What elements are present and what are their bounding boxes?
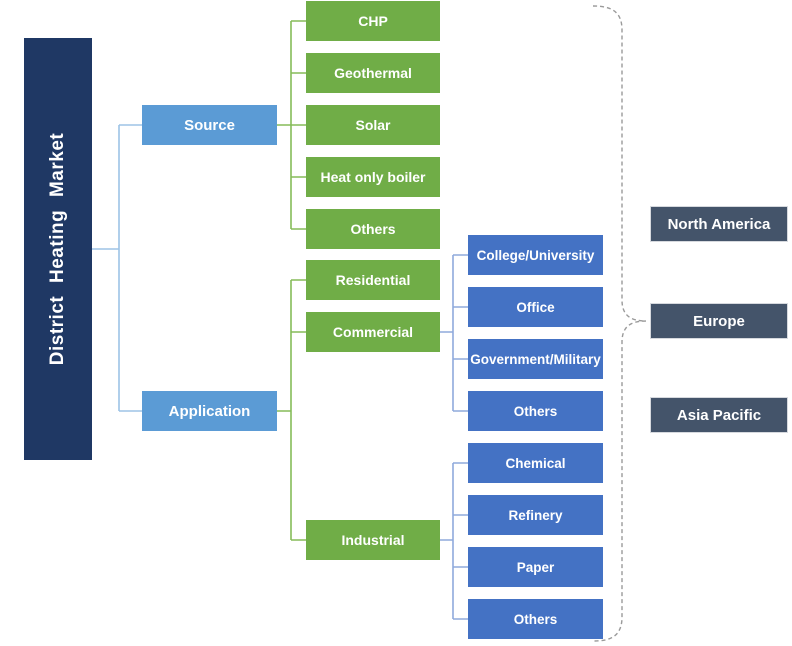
regions-brace	[592, 5, 647, 642]
node-paper: Paper	[468, 547, 603, 587]
node-geothermal: Geothermal	[306, 53, 440, 93]
node-office: Office	[468, 287, 603, 327]
source-connector-lines	[277, 20, 306, 230]
application-connector-lines	[277, 279, 306, 541]
node-industrial-others: Others	[468, 599, 603, 639]
node-college-university: College/University	[468, 235, 603, 275]
node-source: Source	[142, 105, 277, 145]
root-connector-lines	[92, 124, 142, 412]
industrial-connector-lines	[440, 462, 468, 620]
node-north-america: North America	[650, 206, 788, 242]
node-refinery: Refinery	[468, 495, 603, 535]
node-asia-pacific: Asia Pacific	[650, 397, 788, 433]
node-source-others: Others	[306, 209, 440, 249]
node-residential: Residential	[306, 260, 440, 300]
node-solar: Solar	[306, 105, 440, 145]
node-europe: Europe	[650, 303, 788, 339]
node-government-military: Government/Military	[468, 339, 603, 379]
root-label: District Heating Market	[47, 132, 69, 366]
node-application: Application	[142, 391, 277, 431]
commercial-connector-lines	[440, 254, 468, 412]
node-chp: CHP	[306, 1, 440, 41]
node-district-heating-market: District Heating Market	[24, 38, 92, 460]
node-heat-only-boiler: Heat only boiler	[306, 157, 440, 197]
node-chemical: Chemical	[468, 443, 603, 483]
node-commercial: Commercial	[306, 312, 440, 352]
node-commercial-others: Others	[468, 391, 603, 431]
node-industrial: Industrial	[306, 520, 440, 560]
